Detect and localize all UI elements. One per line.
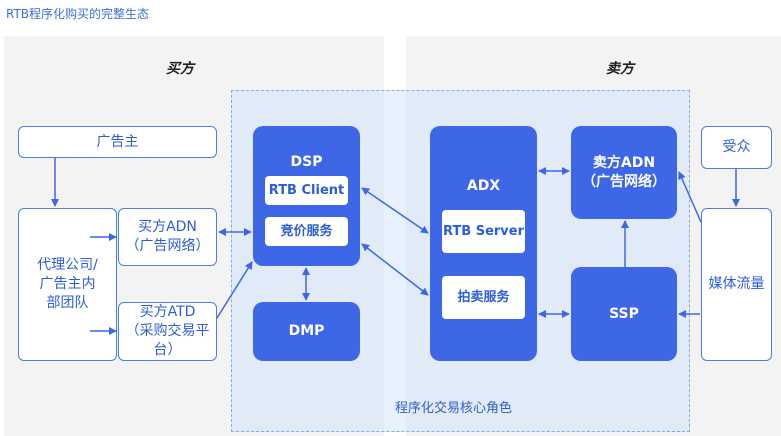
arrow-bidding-auction — [361, 243, 429, 296]
adx-label: ADX — [466, 178, 501, 194]
advertiser-node: 广告主 — [18, 126, 217, 158]
buyer-adn-sublabel: （广告网络） — [125, 238, 210, 254]
advertiser-label: 广告主 — [96, 133, 139, 150]
rtb-client-box: RTB Client — [265, 176, 348, 205]
arrow-rtb-client-rtb-server — [361, 187, 429, 234]
agency-label-line1: 代理公司/ — [37, 257, 98, 274]
dmp-label: DMP — [288, 323, 325, 340]
media-traffic-node: 媒体流量 — [701, 208, 772, 361]
audience-label: 受众 — [722, 139, 751, 156]
adx-node: ADX RTB Server 拍卖服务 — [430, 126, 537, 361]
buyer-atd-sublabel: （采购交易平台） — [125, 323, 210, 358]
dsp-label: DSP — [290, 154, 323, 170]
auction-service-box: 拍卖服务 — [442, 276, 525, 319]
seller-adn-node: 卖方ADN （广告网络） — [571, 126, 677, 219]
buyer-atd-node: 买方ATD （采购交易平台） — [118, 302, 217, 361]
audience-node: 受众 — [701, 126, 772, 169]
buyer-atd-label: 买方ATD — [139, 304, 196, 321]
dmp-node: DMP — [253, 302, 360, 361]
arrow-buyer-atd-to-dsp — [216, 261, 253, 319]
auction-service-label: 拍卖服务 — [457, 289, 510, 305]
bidding-service-box: 竞价服务 — [265, 217, 348, 246]
buyer-label: 买方 — [166, 61, 194, 77]
bidding-service-label: 竞价服务 — [280, 223, 333, 239]
core-roles-label: 程序化交易核心角色 — [395, 401, 513, 416]
agency-label-line3: 部团队 — [46, 294, 89, 311]
arrow-media-to-seller-adn — [678, 171, 702, 223]
ssp-label: SSP — [609, 305, 639, 322]
rtb-server-box: RTB Server — [442, 210, 525, 253]
agency-label-line2: 广告主内 — [39, 276, 96, 293]
agency-node: 代理公司/ 广告主内 部团队 — [18, 208, 117, 361]
seller-label: 卖方 — [606, 61, 634, 77]
diagram-title: RTB程序化购买的完整生态 — [6, 7, 150, 21]
rtb-client-label: RTB Client — [268, 182, 345, 198]
rtb-server-label: RTB Server — [442, 223, 525, 239]
buyer-adn-node: 买方ADN （广告网络） — [118, 208, 217, 266]
seller-adn-sublabel: （广告网络） — [582, 173, 666, 190]
dsp-node: DSP RTB Client 竞价服务 — [253, 126, 360, 266]
ssp-node: SSP — [571, 267, 677, 361]
buyer-adn-label: 买方ADN — [138, 219, 197, 236]
seller-adn-label: 卖方ADN — [592, 154, 656, 171]
media-traffic-label: 媒体流量 — [708, 276, 765, 293]
